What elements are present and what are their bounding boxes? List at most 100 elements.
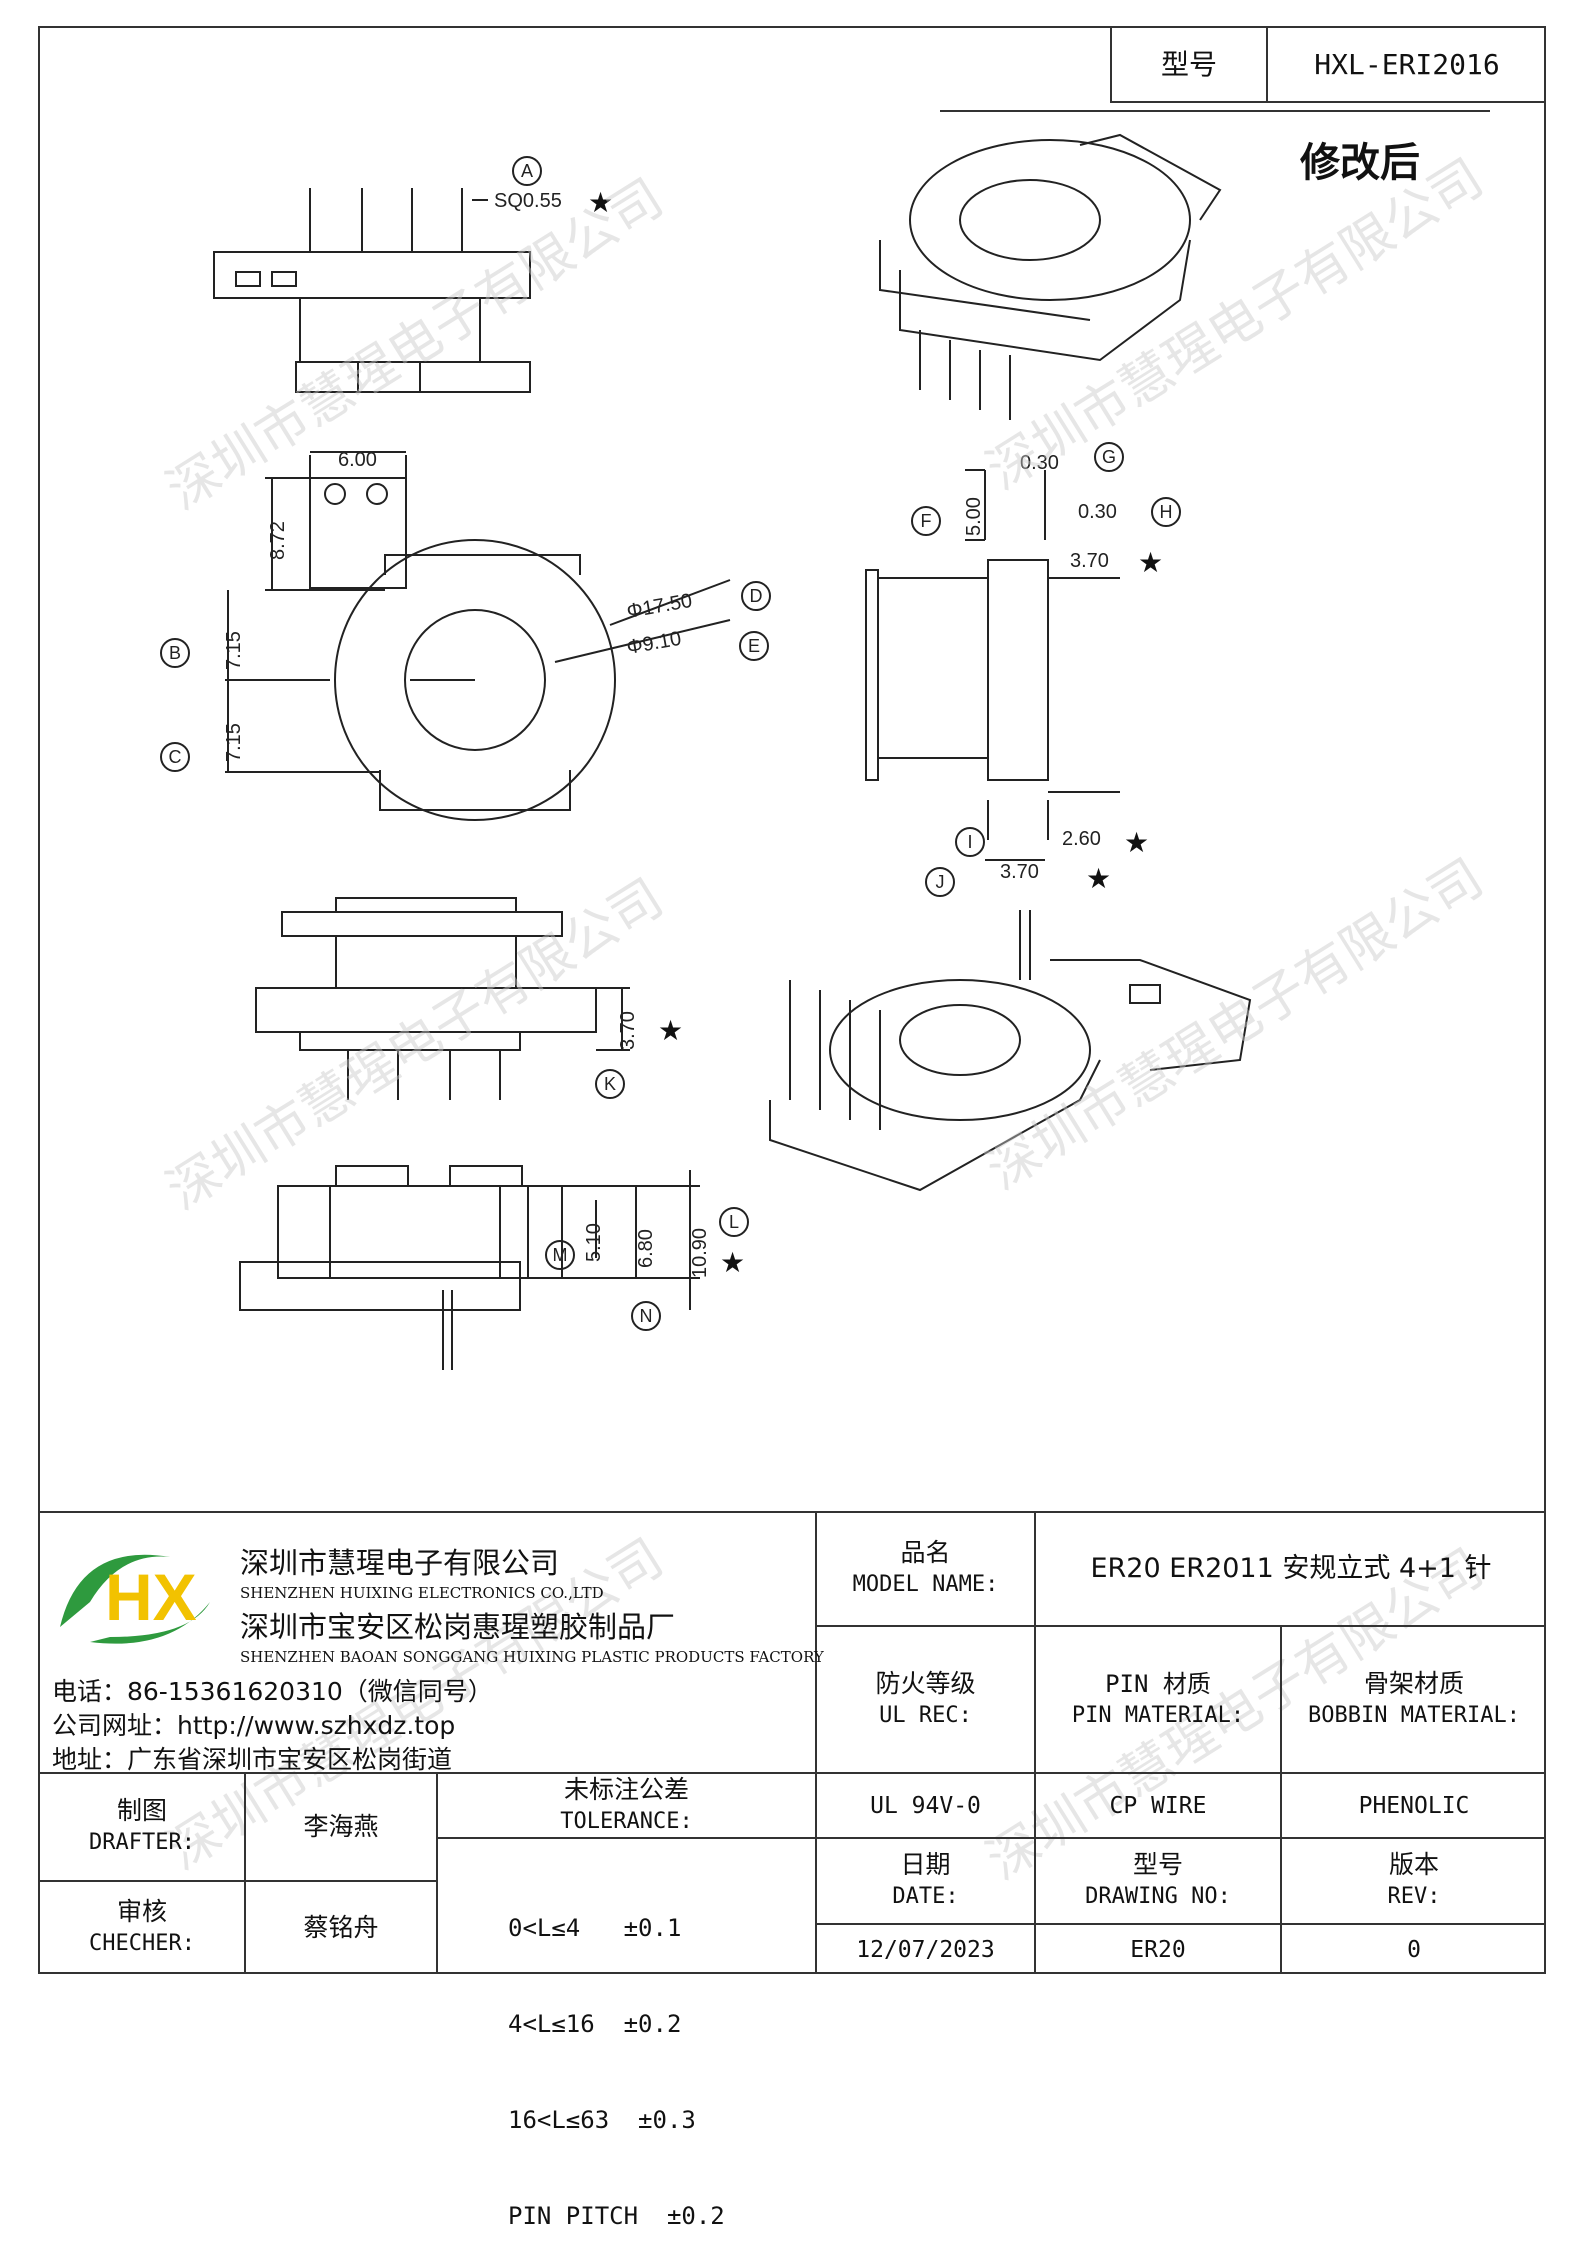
checker-value: 蔡铭舟 bbox=[303, 1913, 379, 1942]
tolerance-divider bbox=[436, 1837, 815, 1839]
drafter-label: 制图 DRAFTER: bbox=[40, 1774, 244, 1880]
tolerance-row-1: 0<L≤4 ±0.1 bbox=[508, 1914, 682, 1942]
revision-value: 0 bbox=[1407, 1936, 1421, 1963]
model-name-en: MODEL NAME: bbox=[852, 1572, 999, 1597]
dim-910: Φ9.10 bbox=[625, 628, 683, 659]
dim-370c: 3.70 bbox=[617, 1011, 639, 1050]
iso-view-bottom bbox=[769, 910, 1252, 1192]
tolerance-en: TOLERANCE: bbox=[560, 1808, 693, 1834]
technical-drawing: A B C D E F G H I J K L M N SQ0.55 6.00 … bbox=[160, 133, 1252, 1370]
callout-a: A bbox=[521, 161, 533, 181]
star-l: ★ bbox=[720, 1247, 745, 1278]
callout-g: G bbox=[1102, 447, 1116, 467]
model-box bbox=[1110, 26, 1546, 103]
side-elevation bbox=[865, 469, 1120, 861]
dim-510: 5.10 bbox=[583, 1223, 605, 1262]
titleblock-top bbox=[38, 1511, 1546, 1513]
header-underline bbox=[940, 110, 1490, 112]
drawing-frame bbox=[38, 26, 1546, 1974]
tolerance-label: 未标注公差 TOLERANCE: bbox=[438, 1774, 815, 1837]
model-name-value: ER20 ER2011 安规立式 4+1 针 bbox=[1090, 1553, 1492, 1584]
titleblock-vert-1 bbox=[815, 1511, 817, 1974]
side-view-bottom bbox=[255, 897, 630, 1100]
callout-m: M bbox=[553, 1245, 568, 1265]
tolerance-row-2: 4<L≤16 ±0.2 bbox=[508, 2010, 682, 2038]
company-address: 地址：广东省深圳市宝安区松岗街道 bbox=[52, 1745, 453, 1774]
checker-cn: 审核 bbox=[116, 1897, 167, 1926]
section-view bbox=[239, 1165, 700, 1370]
callout-h: H bbox=[1160, 502, 1173, 522]
date-label: 日期 DATE: bbox=[817, 1839, 1034, 1923]
callout-l: L bbox=[729, 1212, 739, 1232]
titleblock-row4 bbox=[38, 1880, 436, 1882]
tolerance-cn: 未标注公差 bbox=[563, 1774, 689, 1804]
dim-sq055: SQ0.55 bbox=[494, 190, 562, 212]
star-i: ★ bbox=[1124, 827, 1149, 858]
revised-label: 修改后 bbox=[1300, 140, 1420, 186]
titleblock-row1 bbox=[815, 1625, 1546, 1627]
checker-label: 审核 CHECHER: bbox=[40, 1882, 244, 1974]
dim-030a: 0.30 bbox=[1020, 452, 1059, 474]
dim-872: 8.72 bbox=[267, 521, 289, 560]
callout-n: N bbox=[640, 1306, 653, 1326]
drafter-en: DRAFTER: bbox=[89, 1830, 195, 1855]
side-view-top bbox=[213, 188, 531, 393]
pin-material-value: CP WIRE bbox=[1109, 1792, 1207, 1819]
model-box-divider bbox=[1266, 26, 1268, 103]
company-phone: 电话：86-15361620310（微信同号） bbox=[52, 1677, 493, 1706]
factory-name-cn: 深圳市宝安区松岗惠瑆塑胶制品厂 bbox=[240, 1610, 676, 1644]
model-name-label: 品名 MODEL NAME: bbox=[817, 1513, 1034, 1625]
drafter-value: 李海燕 bbox=[303, 1812, 379, 1841]
dim-260: 2.60 bbox=[1062, 828, 1101, 850]
pin-material-cn: PIN 材质 bbox=[1105, 1669, 1211, 1698]
titleblock-row2 bbox=[38, 1772, 1546, 1774]
iso-view-top bbox=[879, 133, 1222, 420]
company-website: 公司网址：http://www.szhxdz.top bbox=[52, 1711, 456, 1740]
ul-rec-en: UL REC: bbox=[879, 1702, 972, 1728]
titleblock-vert-4 bbox=[244, 1772, 246, 1974]
drawing-no-cn: 型号 bbox=[1132, 1850, 1183, 1879]
dim-030b: 0.30 bbox=[1078, 501, 1117, 523]
top-view bbox=[225, 451, 731, 821]
tolerance-table: 0<L≤4 ±0.1 4<L≤16 ±0.2 16<L≤63 ±0.3 PIN … bbox=[508, 1848, 725, 2264]
callout-d: D bbox=[750, 586, 763, 606]
pin-material-label: PIN 材质 PIN MATERIAL: bbox=[1036, 1627, 1280, 1772]
callout-i: I bbox=[967, 832, 972, 852]
titleblock-row5 bbox=[815, 1923, 1546, 1925]
drawing-no-en: DRAWING NO: bbox=[1085, 1884, 1231, 1909]
bobbin-material-value: PHENOLIC bbox=[1358, 1792, 1470, 1819]
revision-cn: 版本 bbox=[1388, 1850, 1439, 1879]
star-h: ★ bbox=[1138, 547, 1163, 578]
model-value: HXL-ERI2016 bbox=[1314, 47, 1500, 81]
checker-en: CHECHER: bbox=[89, 1931, 195, 1956]
callout-b: B bbox=[169, 643, 181, 663]
company-logo: HX bbox=[60, 1554, 210, 1644]
revision-en: REV: bbox=[1387, 1884, 1441, 1909]
dim-1090: 10.90 bbox=[689, 1228, 711, 1278]
dim-1750: Φ17.50 bbox=[625, 590, 694, 623]
callout-c: C bbox=[169, 747, 182, 767]
ul-rec-value: UL 94V-0 bbox=[870, 1792, 981, 1819]
company-name-en: SHENZHEN HUIXING ELECTRONICS CO.,LTD bbox=[240, 1584, 604, 1602]
dim-370a: 3.70 bbox=[1070, 550, 1109, 572]
bobbin-material-cn: 骨架材质 bbox=[1363, 1668, 1464, 1698]
titleblock-vert-5 bbox=[436, 1772, 438, 1974]
dim-370b: 3.70 bbox=[1000, 861, 1039, 883]
titleblock-vert-2 bbox=[1034, 1511, 1036, 1974]
dim-600: 6.00 bbox=[338, 449, 377, 471]
dim-715a: 7.15 bbox=[223, 631, 245, 670]
model-label: 型号 bbox=[1160, 47, 1217, 81]
callout-f: F bbox=[921, 511, 932, 531]
ul-rec-label: 防火等级 UL REC: bbox=[817, 1627, 1034, 1772]
dim-680: 6.80 bbox=[635, 1229, 657, 1268]
pin-material-en: PIN MATERIAL: bbox=[1071, 1702, 1245, 1728]
star-j: ★ bbox=[1086, 863, 1111, 894]
bobbin-material-en: BOBBIN MATERIAL: bbox=[1308, 1702, 1520, 1728]
tolerance-row-3: 16<L≤63 ±0.3 bbox=[508, 2106, 696, 2134]
logo-text: HX bbox=[105, 1560, 197, 1634]
drawing-no-value: ER20 bbox=[1130, 1936, 1186, 1963]
callout-j: J bbox=[936, 872, 945, 892]
model-name-cn: 品名 bbox=[900, 1538, 951, 1567]
date-value: 12/07/2023 bbox=[856, 1936, 995, 1963]
company-name-cn: 深圳市慧瑆电子有限公司 bbox=[240, 1546, 560, 1580]
